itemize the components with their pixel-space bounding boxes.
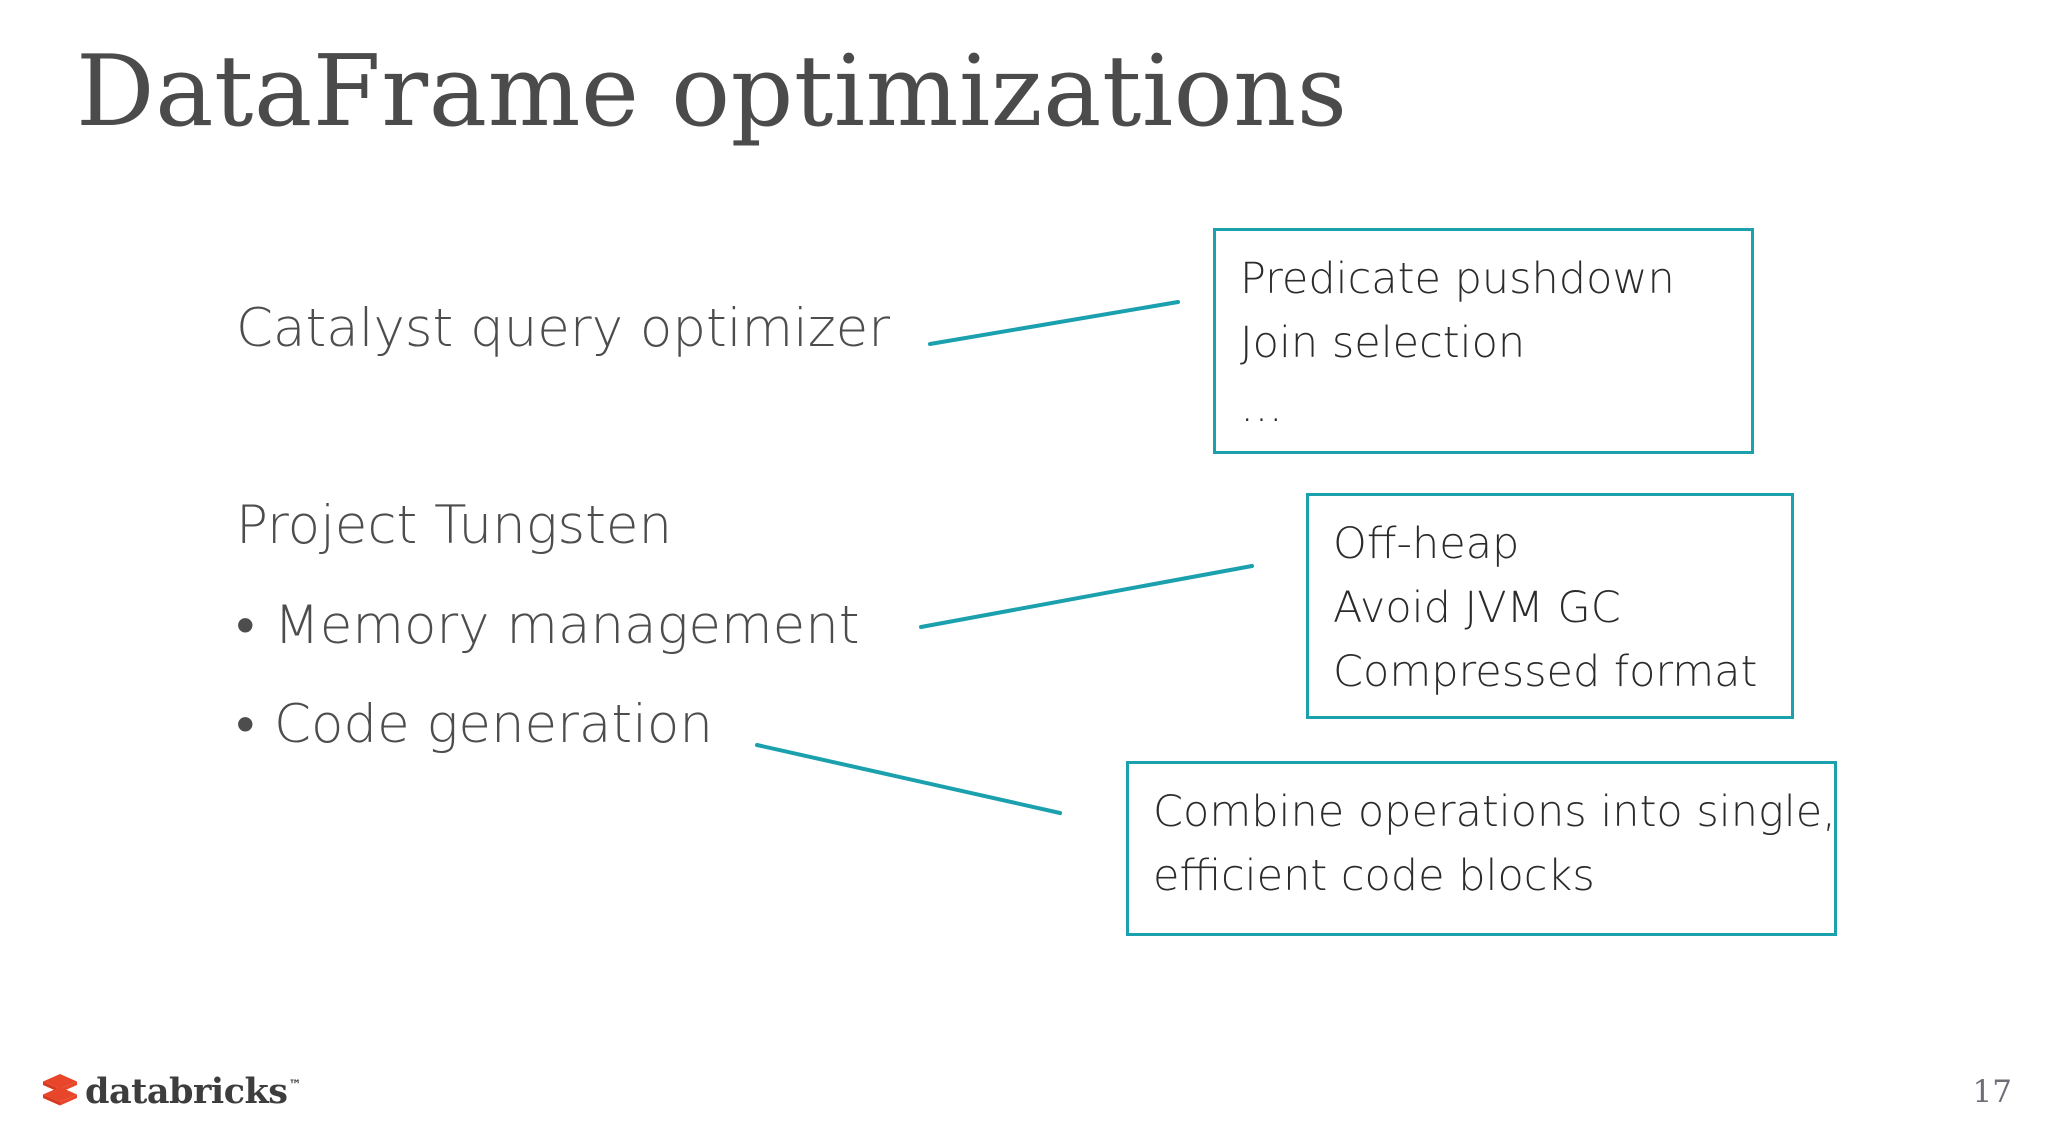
body-heading-project-tungsten: Project Tungsten <box>236 495 673 556</box>
bullet-marker-icon: • <box>236 595 255 656</box>
callout-box-codegen: Combine operations into single, efficien… <box>1126 761 1837 936</box>
callout-line: Compressed format <box>1333 647 1758 697</box>
databricks-wordmark: databricks™ <box>85 1070 301 1112</box>
body-text-catalyst: Catalyst query optimizer <box>236 298 891 359</box>
callout-box-catalyst: Predicate pushdown Join selection … <box>1213 228 1754 454</box>
callout-line: efficient code blocks <box>1153 851 1595 901</box>
callout-line: Off-heap <box>1333 519 1520 569</box>
codegen-connector-line <box>755 743 1062 815</box>
databricks-logo: databricks™ <box>40 1068 301 1112</box>
trademark-symbol: ™ <box>288 1077 301 1093</box>
callout-line: … <box>1240 382 1283 432</box>
bullet-label: Code generation <box>274 694 713 755</box>
page-title: DataFrame optimizations <box>76 35 1348 149</box>
callout-line: Avoid JVM GC <box>1333 583 1621 633</box>
page-number: 17 <box>1972 1074 2012 1110</box>
bullet-code-generation: • Code generation <box>236 694 713 755</box>
callout-box-tungsten: Off-heap Avoid JVM GC Compressed format <box>1306 493 1794 719</box>
callout-line: Predicate pushdown <box>1240 254 1675 304</box>
callout-line: Combine operations into single, <box>1153 787 1836 837</box>
bullet-memory-management: • Memory management <box>236 595 860 656</box>
callout-line: Join selection <box>1240 318 1526 368</box>
bullet-label: Memory management <box>274 595 860 656</box>
logo-text: databricks <box>85 1070 288 1112</box>
tungsten-connector-line <box>919 564 1254 629</box>
catalyst-connector-line <box>928 300 1180 346</box>
bullet-marker-icon: • <box>236 694 255 755</box>
databricks-brick-stack-icon <box>43 1074 77 1106</box>
